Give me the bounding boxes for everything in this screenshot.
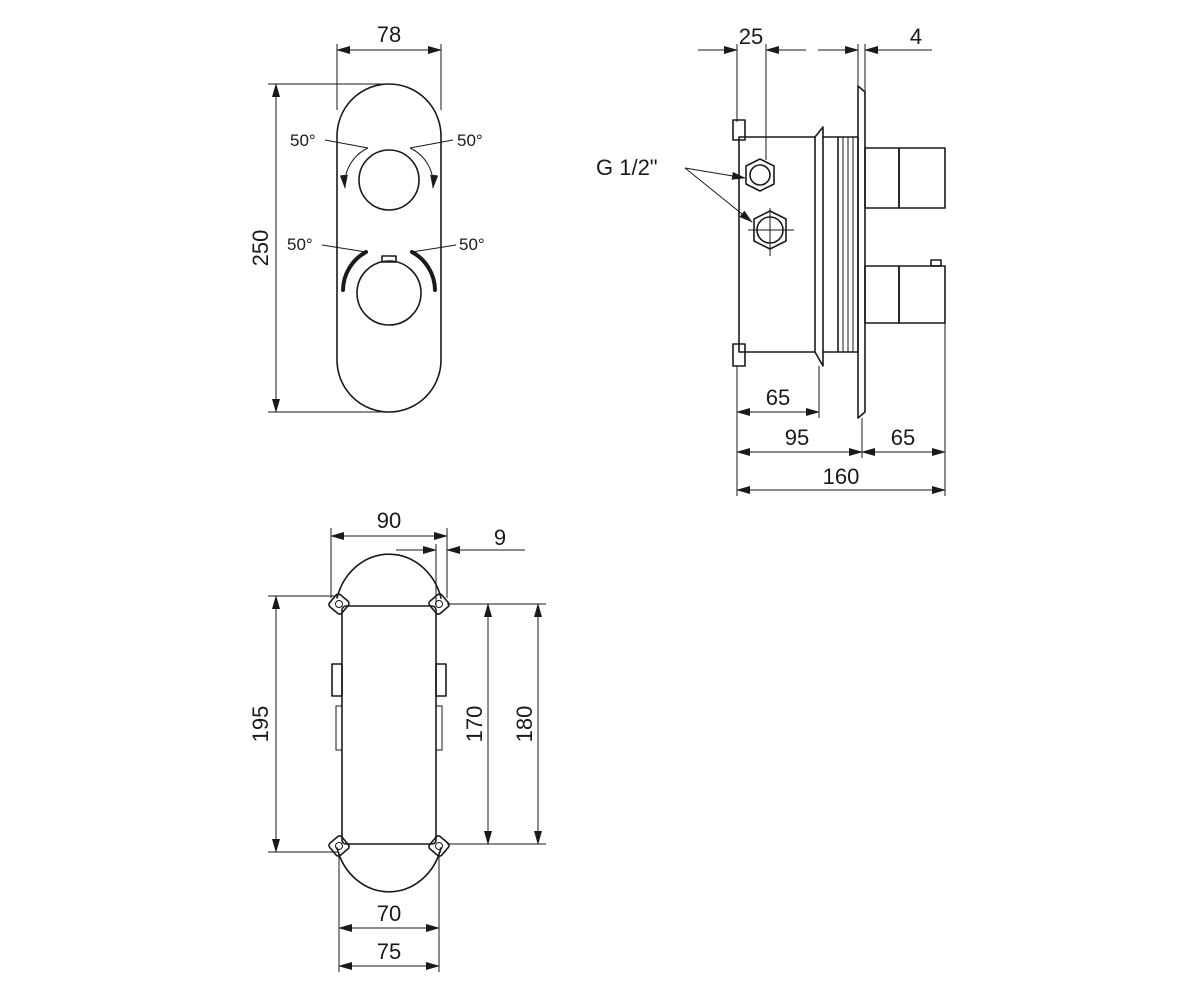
side-lower-knob-marker xyxy=(930,259,942,267)
front-height-label: 250 xyxy=(248,230,273,267)
angle-label-upper-right: 50° xyxy=(457,131,483,150)
side-view: G 1/2" 25 4 65 95 65 160 xyxy=(596,24,946,496)
back-plate-bottom-arc xyxy=(336,847,442,893)
mounting-tab-top xyxy=(732,119,746,141)
angle-label-lower-right: 50° xyxy=(459,235,485,254)
front-view: 50° 50° 50° 50° 78 250 xyxy=(248,22,485,413)
lower-left-rotation-arc xyxy=(341,250,368,292)
angle-label-lower-left: 50° xyxy=(287,235,313,254)
angle-label-upper-left: 50° xyxy=(290,131,316,150)
side-clip-right xyxy=(435,663,447,697)
back-view: 90 9 195 170 180 70 75 xyxy=(248,508,546,972)
valve-flange xyxy=(814,126,824,367)
back-height-195-label: 195 xyxy=(248,706,273,743)
back-offset-9-label: 9 xyxy=(494,525,506,550)
corner-lug-top-left xyxy=(328,593,350,615)
mounting-box xyxy=(341,605,437,845)
side-tab-right xyxy=(435,705,443,751)
back-width-75-label: 75 xyxy=(377,939,401,964)
front-cover-plate xyxy=(336,83,442,413)
corner-lug-bottom-left xyxy=(328,835,350,857)
upper-left-angle-leader xyxy=(324,139,369,149)
side-clip-left xyxy=(331,663,343,697)
side-plate-4-label: 4 xyxy=(910,24,922,49)
connection-leader-upper xyxy=(684,167,746,180)
connection-leader-lower xyxy=(684,167,753,223)
back-height-180-label: 180 xyxy=(512,706,537,743)
lower-right-rotation-arc xyxy=(410,250,437,292)
side-cover-plate xyxy=(857,85,866,419)
side-lower-knob xyxy=(898,265,946,324)
upper-right-angle-leader xyxy=(409,139,454,149)
upper-connection-port xyxy=(749,164,771,186)
back-height-170-label: 170 xyxy=(462,706,487,743)
side-total-160-label: 160 xyxy=(823,464,860,489)
front-width-label: 78 xyxy=(377,22,401,47)
corner-lug-bottom-right xyxy=(428,835,450,857)
back-width-70-label: 70 xyxy=(377,901,401,926)
upper-handle xyxy=(358,149,420,211)
side-depth-95-label: 95 xyxy=(785,425,809,450)
side-upper-knob-base xyxy=(864,147,900,209)
lower-left-angle-leader xyxy=(321,244,367,253)
connection-thread-label: G 1/2" xyxy=(596,155,658,180)
lower-handle-marker xyxy=(381,255,397,263)
lower-handle xyxy=(356,260,422,326)
mounting-tab-bottom xyxy=(732,343,746,367)
side-upper-knob xyxy=(898,147,946,209)
upper-connection-hex xyxy=(745,158,775,192)
side-tab-left xyxy=(335,705,343,751)
back-plate-top-arc xyxy=(336,553,442,599)
side-lower-knob-base xyxy=(864,265,900,324)
upper-left-rotation-arc xyxy=(339,147,369,189)
side-depth-65-label: 65 xyxy=(766,385,790,410)
back-width-90-label: 90 xyxy=(377,508,401,533)
upper-right-rotation-arc xyxy=(409,147,439,189)
side-projection-65-label: 65 xyxy=(891,425,915,450)
lower-right-angle-leader xyxy=(411,244,457,253)
side-depth-25-label: 25 xyxy=(739,24,763,49)
valve-body xyxy=(738,136,816,353)
